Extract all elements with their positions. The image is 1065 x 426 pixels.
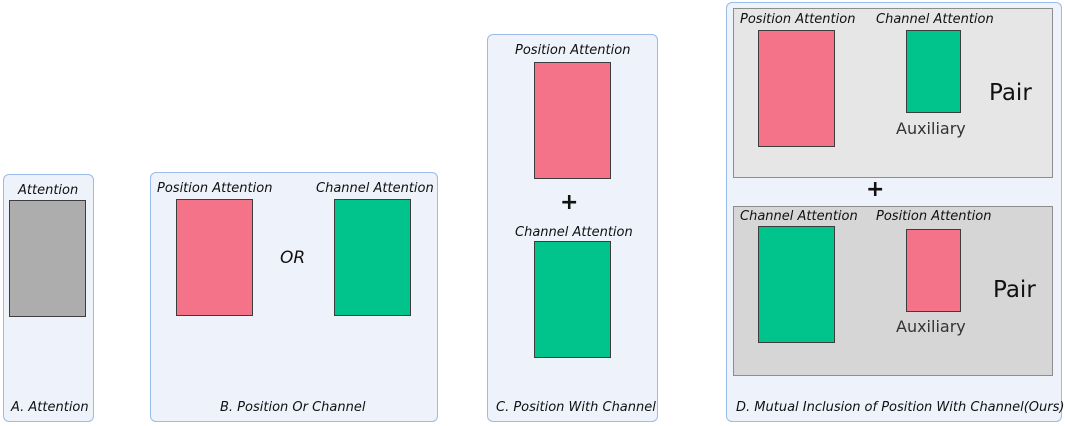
channel-attention-block: [334, 199, 411, 316]
position-attention-block: [176, 199, 253, 316]
panel-b-right-label: Channel Attention: [316, 181, 434, 196]
panel-d-lower-right-label: Position Attention: [876, 209, 992, 224]
panel-a-top-label: Attention: [18, 183, 79, 198]
panel-d-lower-left-label: Channel Attention: [740, 209, 858, 224]
panel-a-caption: A. Attention: [11, 400, 89, 415]
panel-d-upper-pair-label: Pair: [989, 80, 1032, 106]
plus-connector: +: [866, 177, 885, 202]
panel-c-top-label: Position Attention: [515, 43, 631, 58]
panel-d-lower-auxiliary-label: Auxiliary: [896, 317, 966, 336]
position-attention-block: [534, 62, 611, 179]
panel-d-caption: D. Mutual Inclusion of Position With Cha…: [736, 400, 1065, 415]
attention-block: [9, 200, 86, 317]
plus-connector: +: [560, 190, 579, 215]
panel-d-upper-auxiliary-label: Auxiliary: [896, 119, 966, 138]
channel-attention-block: [758, 226, 835, 343]
panel-c-bottom-label: Channel Attention: [515, 225, 633, 240]
position-attention-block: [906, 229, 961, 312]
panel-d-lower-pair-label: Pair: [993, 277, 1036, 303]
panel-b-left-label: Position Attention: [157, 181, 273, 196]
channel-attention-block: [906, 30, 961, 113]
channel-attention-block: [534, 241, 611, 358]
panel-d-upper-right-label: Channel Attention: [876, 12, 994, 27]
panel-d-upper-left-label: Position Attention: [740, 12, 856, 27]
panel-c-caption: C. Position With Channel: [496, 400, 656, 415]
position-attention-block: [758, 30, 835, 147]
or-connector: OR: [280, 248, 306, 268]
panel-b-caption: B. Position Or Channel: [220, 400, 366, 415]
